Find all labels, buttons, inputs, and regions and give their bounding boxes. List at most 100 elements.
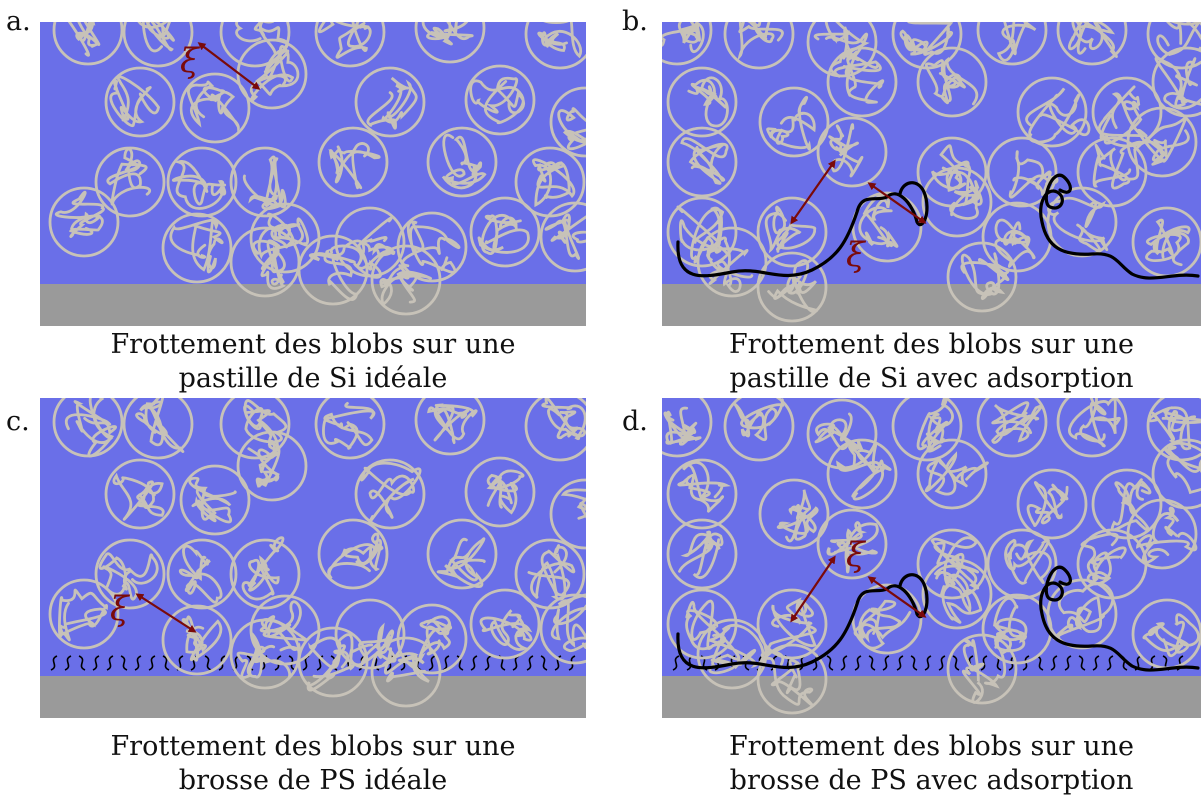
blob — [756, 643, 828, 715]
caption-line-2: brosse de PS avec adsorption — [729, 765, 1134, 796]
caption-line-2: pastille de Si idéale — [178, 363, 448, 394]
blob — [696, 226, 768, 298]
blob — [666, 66, 738, 138]
blob — [976, 398, 1048, 458]
blob — [806, 398, 878, 470]
blob — [1151, 46, 1201, 118]
substrate-layer — [40, 676, 586, 718]
blob — [1016, 468, 1088, 540]
xi-label: ξ — [180, 41, 201, 81]
blob — [48, 186, 120, 258]
substrate-layer — [662, 676, 1201, 718]
blob — [229, 146, 301, 218]
blob — [297, 234, 369, 306]
adsorbed-chain — [1039, 565, 1200, 672]
blob — [1146, 22, 1201, 70]
blob — [816, 508, 888, 580]
blob — [1151, 438, 1201, 510]
panel-d: d. ξ Frottement des blobs sur une brosse… — [600, 398, 1201, 796]
panel-c: c. ξ Frottement des blobs sur une brosse… — [0, 398, 600, 796]
adsorbed-chain — [676, 181, 929, 278]
blob — [1056, 22, 1128, 66]
blob — [104, 66, 176, 138]
blob — [370, 636, 442, 708]
blob — [976, 22, 1048, 66]
blob — [756, 251, 828, 323]
blob — [469, 196, 541, 268]
blob — [464, 456, 536, 528]
blob — [666, 458, 738, 530]
caption-line-2: pastille de Si avec adsorption — [729, 363, 1134, 394]
blob — [662, 398, 713, 458]
substrate-layer — [40, 284, 586, 326]
blob — [549, 86, 586, 158]
blob — [524, 398, 586, 462]
blob — [666, 126, 738, 198]
xi-arrow: ξ — [790, 535, 927, 623]
adsorbed-chain — [1039, 173, 1200, 280]
blob — [696, 618, 768, 690]
scene-diagram: ξ — [662, 398, 1201, 718]
blob — [104, 458, 176, 530]
scene-diagram: ξ — [40, 22, 586, 326]
caption-line-2: brosse de PS idéale — [178, 765, 448, 796]
panel-letter: d. — [622, 406, 648, 437]
blob — [723, 398, 795, 462]
caption-line-1: Frottement des blobs sur une — [110, 329, 516, 360]
blob — [94, 538, 166, 610]
blob — [666, 518, 738, 590]
blob — [539, 201, 586, 273]
blob — [179, 464, 251, 536]
xi-label: ξ — [846, 535, 867, 575]
solvent-region — [40, 22, 586, 284]
blob — [314, 398, 386, 460]
blob — [94, 146, 166, 218]
caption: Frottement des blobs sur une pastille de… — [662, 328, 1201, 396]
caption-line-1: Frottement des blobs sur une — [728, 329, 1135, 360]
blob — [314, 22, 386, 68]
blob — [161, 212, 233, 284]
caption-line-1: Frottement des blobs sur une — [728, 731, 1135, 762]
blob — [297, 626, 369, 698]
panel-letter: b. — [622, 6, 648, 37]
blob — [354, 66, 426, 138]
blob — [122, 22, 194, 68]
scene-diagram: ξ — [662, 22, 1201, 326]
blob — [826, 438, 898, 510]
panel-b: b. ξ Frottement des blobs sur une pastil… — [600, 0, 1201, 398]
blob — [1046, 578, 1118, 650]
blob — [414, 398, 486, 456]
xi-label: ξ — [846, 235, 867, 275]
blob — [317, 518, 389, 590]
blob — [1126, 498, 1198, 570]
blob — [1016, 76, 1091, 148]
blob — [549, 478, 586, 550]
blob — [166, 538, 238, 610]
adsorbed-chain — [676, 573, 929, 670]
blob — [464, 64, 536, 136]
blob — [916, 46, 988, 118]
blob — [946, 241, 1018, 313]
blob — [524, 22, 586, 70]
blob — [666, 196, 738, 268]
blob — [916, 528, 988, 600]
blob — [48, 578, 120, 650]
blob — [826, 46, 898, 118]
blob — [370, 244, 442, 316]
blob — [946, 633, 1018, 705]
blob — [986, 528, 1058, 600]
blob — [891, 398, 963, 462]
blob — [758, 478, 830, 550]
scene-diagram: ξ — [40, 398, 586, 718]
blob — [1146, 398, 1201, 462]
blob — [426, 518, 498, 590]
blob — [723, 22, 795, 70]
xi-label: ξ — [110, 589, 131, 629]
blob — [426, 126, 498, 198]
caption: Frottement des blobs sur une brosse de P… — [662, 730, 1201, 798]
blob — [986, 136, 1059, 208]
blob — [317, 126, 389, 198]
blob — [758, 86, 830, 158]
panel-a: a. ξ Frottement des blobs sur une pastil… — [0, 0, 600, 398]
blob — [166, 146, 238, 218]
